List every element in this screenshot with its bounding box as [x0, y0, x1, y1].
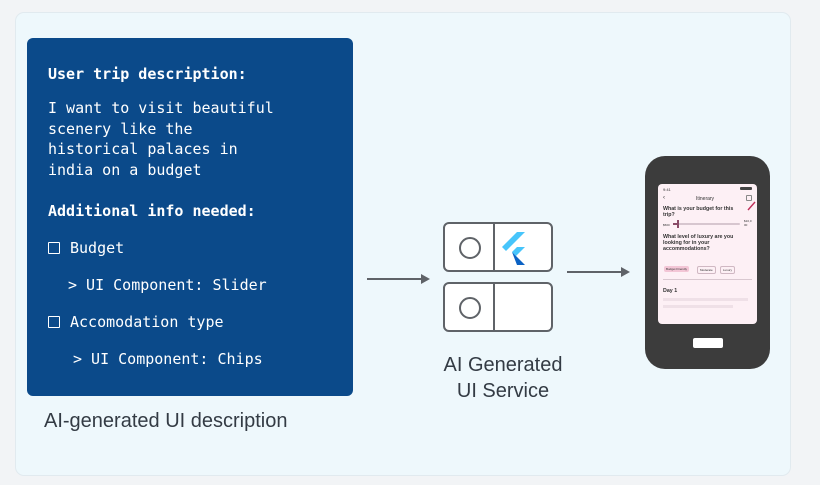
trip-text-line-3: historical palaces in [48, 140, 238, 158]
budget-slider-thumb[interactable] [677, 220, 679, 228]
arrow-right-icon [367, 274, 430, 284]
divider [663, 279, 752, 280]
content-placeholder-line [663, 298, 748, 301]
card-heading: User trip description: [48, 65, 247, 83]
circle-icon [459, 297, 481, 319]
chip-budget-friendly[interactable]: Budget Friendly [664, 266, 690, 272]
back-icon: ‹ [663, 195, 665, 201]
checklist-item-accommodation: Accomodation type [48, 312, 224, 333]
status-icons [740, 187, 752, 190]
divider [493, 224, 495, 270]
pen-icon [747, 201, 756, 211]
arrow-right-icon [567, 267, 630, 277]
slider-min-label: $500 [663, 223, 670, 227]
checkbox-icon [48, 242, 60, 254]
component-slider-line: > UI Component: Slider [68, 276, 267, 294]
divider [493, 284, 495, 330]
chip-moderate[interactable]: Moderate [697, 266, 716, 274]
service-label-line-2: UI Service [456, 380, 550, 402]
additional-info-heading: Additional info needed: [48, 202, 256, 220]
checklist-label: Accomodation type [70, 313, 224, 331]
chip-luxury[interactable]: Luxury [720, 266, 736, 274]
phone-mockup: 9:41 ‹ Itinerary What is your budget for… [645, 156, 770, 369]
service-label: AI Generated UI Service [418, 352, 588, 404]
checklist-item-budget: Budget [48, 238, 124, 259]
flutter-logo-icon [502, 232, 525, 265]
circle-icon [459, 237, 481, 259]
ui-service-widget-box-top [443, 222, 553, 272]
budget-slider-fill [673, 223, 679, 225]
ui-service-widget-box-bottom [443, 282, 553, 332]
budget-slider-track[interactable] [673, 223, 740, 225]
menu-icon [746, 195, 752, 201]
service-label-line-1: AI Generated [443, 354, 563, 376]
trip-text-line-2: scenery like the [48, 119, 193, 138]
phone-home-button [693, 338, 723, 348]
budget-question: What is your budget for this trip? [663, 206, 734, 218]
phone-screen: 9:41 ‹ Itinerary What is your budget for… [658, 184, 757, 324]
ui-description-card: User trip description: I want to visit b… [27, 38, 353, 396]
luxury-question: What level of luxury are you looking for… [663, 234, 734, 252]
day-label: Day 1 [663, 288, 678, 294]
slider-max-label: $10,0 00 [744, 219, 752, 227]
checkbox-icon [48, 316, 60, 328]
trip-text-line-4: india on a budget [48, 160, 202, 179]
checklist-label: Budget [70, 239, 125, 257]
trip-text-line-1: I want to visit beautiful [48, 99, 274, 117]
caption-ai-generated-ui-description: AI-generated UI description [44, 410, 288, 432]
status-time: 9:41 [663, 187, 671, 192]
content-placeholder-line [663, 305, 733, 308]
screen-title: Itinerary [696, 196, 715, 202]
component-chips-line: > UI Component: Chips [73, 350, 263, 368]
